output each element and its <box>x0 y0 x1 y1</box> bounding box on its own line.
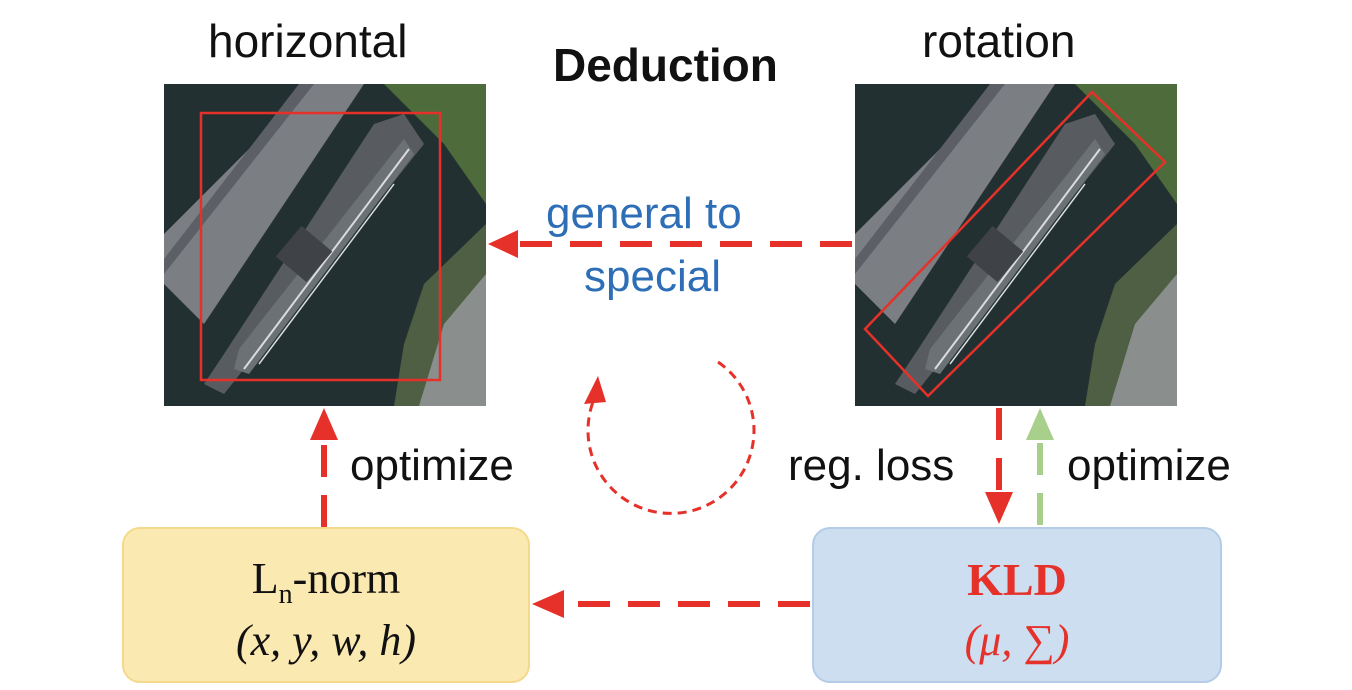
cycle-arrow <box>584 360 756 515</box>
aircraft-carrier-horizontal-picture <box>164 84 486 406</box>
aircraft-carrier-rotated-picture <box>855 84 1177 406</box>
ln-norm-box: Ln-norm (x, y, w, h) <box>122 527 530 683</box>
optimize-up-arrow-right <box>1026 408 1054 525</box>
rotated-bounding-box <box>863 90 1167 398</box>
reg-loss-label: reg. loss <box>788 441 955 490</box>
horizontal-aerial-image <box>164 84 486 406</box>
general-to-special-label-line2: special <box>584 252 721 301</box>
ln-norm-name: Ln-norm <box>124 554 528 609</box>
general-to-special-arrow <box>488 230 852 258</box>
optimize-up-arrow-left <box>310 408 338 527</box>
optimize-left-label: optimize <box>350 441 514 490</box>
deduction-title: Deduction <box>553 39 778 91</box>
ln-norm-suffix: -norm <box>292 554 401 603</box>
kld-to-ln-arrow <box>532 590 810 618</box>
rotation-aerial-image <box>855 84 1177 406</box>
horizontal-bounding-box <box>199 111 442 382</box>
optimize-right-label: optimize <box>1067 441 1231 490</box>
reg-loss-down-arrow <box>985 408 1013 524</box>
ln-norm-params: (x, y, w, h) <box>235 616 417 665</box>
general-to-special-label-line1: general to <box>546 189 742 238</box>
horizontal-title: horizontal <box>208 15 408 67</box>
kld-name: KLD <box>967 554 1067 605</box>
ln-norm-subscript: n <box>278 579 293 610</box>
kld-params: (μ, ∑) <box>964 616 1070 665</box>
kld-box: KLD (μ, ∑) <box>812 527 1222 683</box>
ln-norm-main: L <box>251 554 279 603</box>
rotation-title: rotation <box>922 15 1076 67</box>
